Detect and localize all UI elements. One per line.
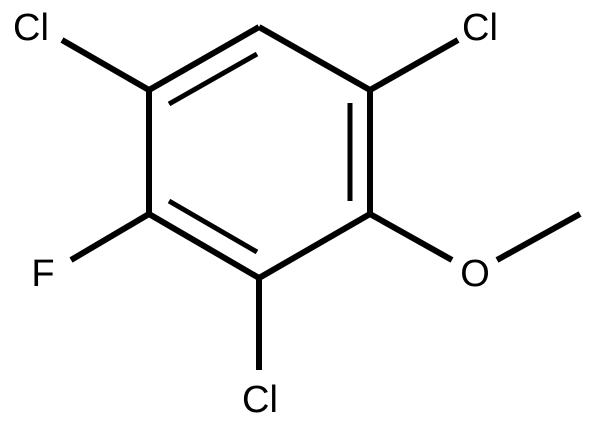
bond-c3-cl-top-right xyxy=(368,37,460,93)
bond-c5-c6 xyxy=(147,211,261,281)
bond-oxygen-methyl xyxy=(495,211,582,263)
substituent-bonds xyxy=(60,37,582,370)
atom-label-cl-top-right: Cl xyxy=(462,7,498,49)
inner-bond-c5-c6 xyxy=(167,198,259,255)
atom-labels: Cl Cl F O Cl xyxy=(13,7,498,421)
atom-label-cl-bottom: Cl xyxy=(242,379,278,421)
atom-label-cl-top-left: Cl xyxy=(13,7,49,49)
bond-c1-cl-top-left xyxy=(60,37,151,93)
inner-bond-c1-c2 xyxy=(167,51,259,107)
bond-c6-fluorine xyxy=(69,211,151,263)
bond-c1-c2 xyxy=(147,24,261,93)
ring-bonds xyxy=(146,24,373,281)
atom-label-fluorine: F xyxy=(31,253,54,295)
bond-c2-c3 xyxy=(257,24,372,93)
aromatic-inner-bonds xyxy=(167,51,353,255)
bond-c4-c5 xyxy=(257,211,372,281)
bond-c4-oxygen xyxy=(368,211,454,263)
atom-label-oxygen: O xyxy=(460,253,490,295)
